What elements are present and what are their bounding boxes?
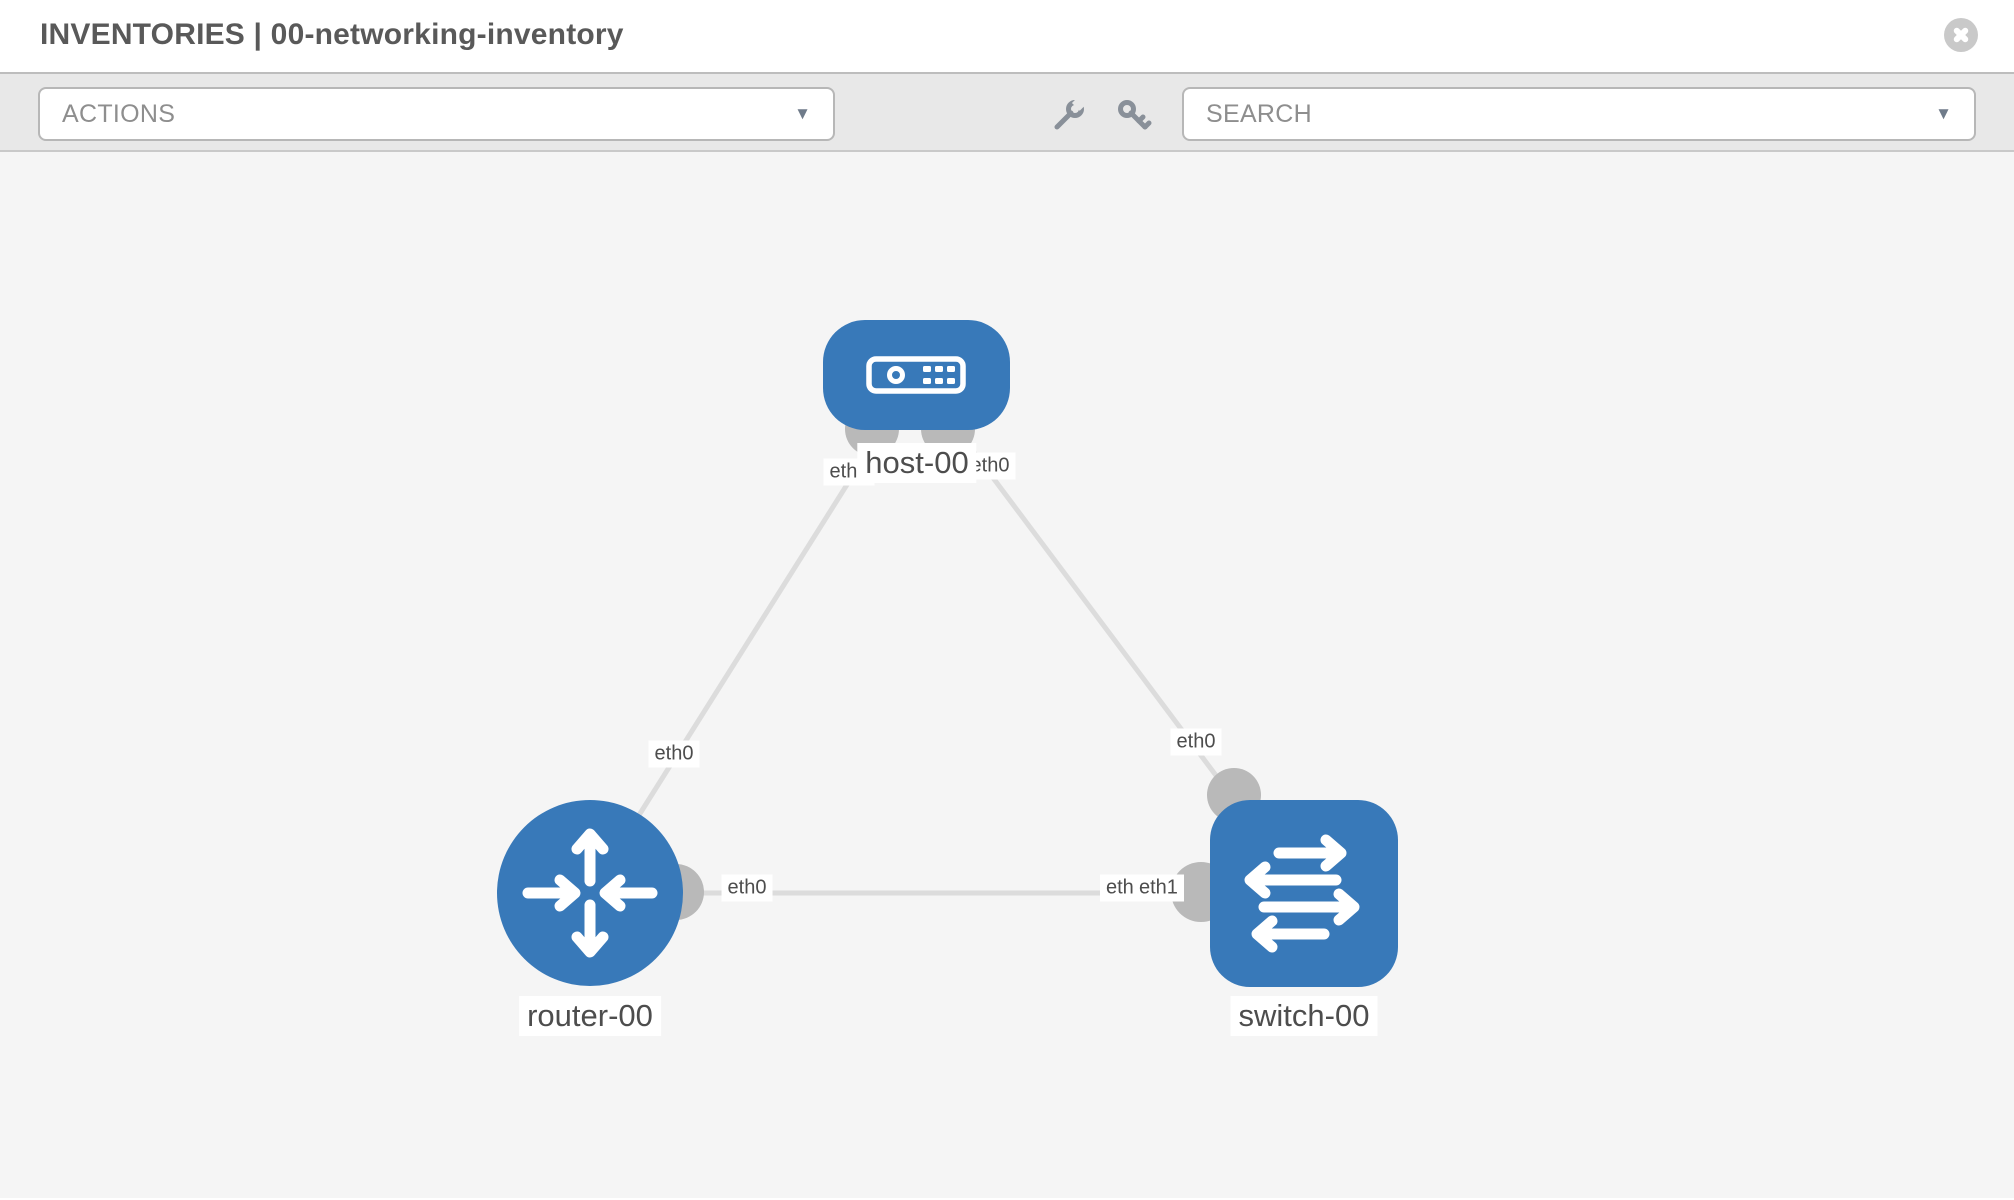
node-host-00[interactable] [823, 320, 1010, 430]
actions-dropdown[interactable]: ACTIONS ▼ [38, 87, 835, 141]
eth-label: eth0 [1170, 728, 1222, 756]
switch-icon [1244, 834, 1360, 953]
node-label-switch: switch-00 [1230, 996, 1378, 1036]
toolbar: ACTIONS ▼ SEARCH ▼ [0, 72, 2014, 152]
search-placeholder: SEARCH [1206, 99, 1312, 128]
host-icon [866, 356, 966, 394]
actions-dropdown-label: ACTIONS [62, 99, 176, 128]
router-icon [522, 828, 658, 958]
key-icon[interactable] [1117, 98, 1153, 134]
node-label-host: host-00 [857, 443, 977, 483]
topology-svg [497, 320, 1398, 987]
search-input[interactable]: SEARCH ▼ [1182, 87, 1976, 141]
eth-label: eth0 [721, 874, 773, 902]
node-router-00[interactable] [497, 800, 683, 986]
eth-label: eth0 [648, 740, 700, 768]
wrench-icon[interactable] [1050, 96, 1087, 134]
eth-label: eth1 [1133, 874, 1184, 902]
topology-canvas[interactable]: eth0 eth0 eth0 eth0 eth0 eth0 eth1 host-… [0, 152, 2014, 1198]
page-title: INVENTORIES | 00-networking-inventory [40, 18, 624, 51]
node-label-router: router-00 [519, 996, 661, 1036]
node-switch-00[interactable] [1210, 800, 1398, 987]
header: INVENTORIES | 00-networking-inventory [0, 0, 2014, 72]
close-icon[interactable] [1944, 18, 1978, 52]
chevron-down-icon: ▼ [794, 104, 811, 123]
chevron-down-icon: ▼ [1935, 104, 1952, 123]
